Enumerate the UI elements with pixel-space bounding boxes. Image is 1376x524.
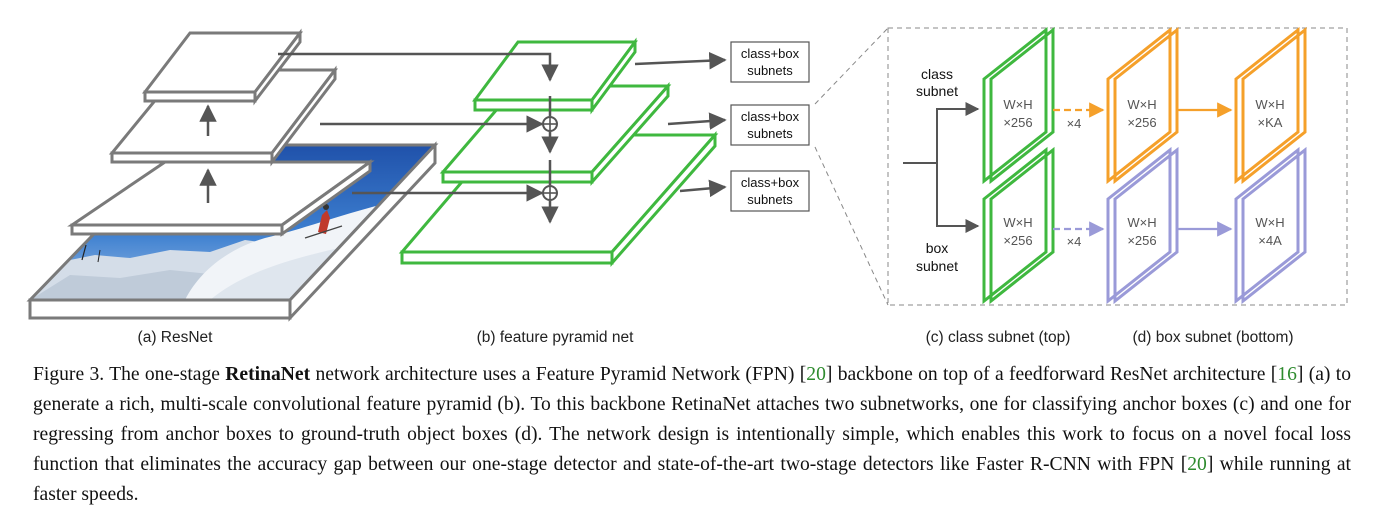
citation-link[interactable]: 16	[1277, 364, 1297, 385]
svg-text:W×H: W×H	[1255, 215, 1284, 230]
lateral-connections	[278, 52, 559, 224]
subnets-box-line2: subnets	[747, 192, 793, 207]
svg-text:W×H: W×H	[1127, 215, 1156, 230]
svg-text:×256: ×256	[1127, 233, 1156, 248]
subnets-box-line2: subnets	[747, 126, 793, 141]
svg-text:×256: ×256	[1127, 115, 1156, 130]
svg-text:W×H: W×H	[1003, 215, 1032, 230]
merge-icon	[542, 116, 558, 132]
resnet-level-1	[141, 28, 304, 106]
retinanet-architecture-figure: class+box subnets class+box subnets clas…	[26, 26, 1348, 346]
citation-link[interactable]: 20	[806, 364, 826, 385]
subnets-box-line1: class+box	[741, 109, 800, 124]
subnet-detail: class subnet box subnet W×H ×256 W×H ×25…	[903, 26, 1307, 305]
resnet-backbone	[26, 28, 439, 322]
resnet-level-3	[67, 159, 375, 237]
fpn-to-subnet-arrows	[634, 51, 727, 198]
svg-text:W×H: W×H	[1003, 97, 1032, 112]
svg-text:W×H: W×H	[1255, 97, 1284, 112]
subnets-box-3: class+box subnets	[730, 170, 810, 212]
zoom-connector	[814, 27, 1348, 306]
panel-label-a: (a) ResNet	[138, 329, 214, 346]
box-subnet-label-2: subnet	[916, 258, 958, 274]
figure-caption: Figure 3. The one-stage RetinaNet networ…	[33, 360, 1351, 510]
svg-text:W×H: W×H	[1127, 97, 1156, 112]
merge-icon	[542, 185, 558, 201]
box-subnet-label-1: box	[926, 240, 949, 256]
subnets-box-2: class+box subnets	[730, 104, 810, 146]
svg-text:×256: ×256	[1003, 115, 1032, 130]
box-repeat-label: ×4	[1067, 234, 1082, 249]
svg-text:×256: ×256	[1003, 233, 1032, 248]
class-repeat-label: ×4	[1067, 116, 1082, 131]
subnets-box-1: class+box subnets	[730, 41, 810, 83]
citation-link[interactable]: 20	[1187, 454, 1207, 475]
caption-text-3: ] (a) to generate a rich, multi-scale co…	[33, 364, 1352, 475]
class-feature-map-out: W×H ×KA	[1234, 26, 1307, 185]
box-feature-map-in: W×H ×256	[982, 146, 1055, 305]
svg-text:×KA: ×KA	[1258, 115, 1283, 130]
feature-pyramid	[398, 37, 719, 267]
subnets-box-line2: subnets	[747, 63, 793, 78]
class-subnet-label-1: class	[921, 66, 953, 82]
caption-text-2: ] backbone on top of a feedforward ResNe…	[825, 364, 1278, 385]
caption-text-4: ] while running at faster speeds.	[33, 454, 1351, 505]
caption-prefix: Figure 3. The one-stage	[33, 364, 226, 385]
class-subnet-label-2: subnet	[916, 83, 958, 99]
subnets-box-line1: class+box	[741, 46, 800, 61]
box-feature-map-mid: W×H ×256	[1106, 146, 1179, 305]
class-feature-map-in: W×H ×256	[982, 26, 1055, 185]
panel-label-b: (b) feature pyramid net	[477, 329, 634, 346]
svg-text:×4A: ×4A	[1258, 233, 1282, 248]
box-feature-map-out: W×H ×4A	[1234, 146, 1307, 305]
subnets-box-line1: class+box	[741, 175, 800, 190]
panel-label-c: (c) class subnet (top)	[926, 329, 1071, 346]
panel-label-d: (d) box subnet (bottom)	[1132, 329, 1293, 346]
caption-text-1: network architecture uses a Feature Pyra…	[310, 364, 807, 385]
class-feature-map-mid: W×H ×256	[1106, 26, 1179, 185]
caption-bold-name: RetinaNet	[225, 364, 311, 385]
